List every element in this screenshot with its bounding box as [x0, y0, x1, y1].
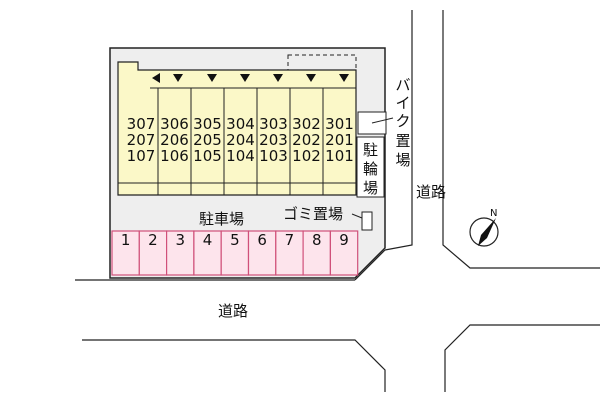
unit-number: 103 — [259, 147, 288, 165]
parking-space — [247, 230, 277, 276]
bicycle-parking-char: 駐 — [363, 141, 378, 159]
road-right-curb — [442, 10, 600, 269]
bike-parking-char: 場 — [395, 151, 410, 169]
unit-number: 306 — [160, 115, 189, 133]
unit-number: 301 — [325, 115, 354, 133]
parking-space-number: 5 — [230, 231, 240, 249]
unit-number: 204 — [226, 131, 255, 149]
parking-space — [329, 230, 359, 276]
bike-parking-label: バ イ ク 置 場 — [395, 76, 410, 169]
compass-letter: N — [490, 208, 497, 219]
parking-space-number: 6 — [257, 231, 267, 249]
unit-number: 302 — [292, 115, 321, 133]
bike-parking-char: イ — [395, 94, 410, 112]
unit-number: 303 — [259, 115, 288, 133]
garbage-leader — [351, 213, 363, 219]
unit-number: 101 — [325, 147, 354, 165]
road-right-left-edge — [384, 10, 413, 251]
arrow-down-icon — [173, 74, 183, 82]
unit-number: 206 — [160, 131, 189, 149]
bike-parking-char: バ — [395, 76, 410, 94]
parking-space — [275, 230, 304, 276]
arrow-down-icons — [173, 74, 349, 82]
unit-number: 203 — [259, 131, 288, 149]
bicycle-parking-box — [356, 136, 385, 198]
unit-number: 106 — [160, 147, 189, 165]
unit-number: 305 — [193, 115, 222, 133]
parking-space-number: 3 — [175, 231, 185, 249]
road-right-label: 道路 — [416, 183, 446, 201]
parking-space — [111, 230, 140, 276]
parking-space-number: 7 — [285, 231, 295, 249]
garbage-box — [361, 211, 373, 231]
bicycle-parking-char: 輪 — [363, 160, 378, 178]
arrow-down-icon — [339, 74, 349, 82]
unit-number: 201 — [325, 131, 354, 149]
road-edge-top-right — [354, 249, 386, 281]
unit-number: 102 — [292, 147, 321, 165]
bicycle-parking-char: 場 — [363, 179, 378, 197]
parking-space-number: 9 — [339, 231, 349, 249]
road-right-lower-corner — [444, 324, 600, 392]
unit-number: 205 — [193, 131, 222, 149]
parking-space-number: 8 — [312, 231, 322, 249]
unit-number: 307 — [127, 115, 156, 133]
arrow-down-icon — [273, 74, 283, 82]
unit-number: 107 — [127, 147, 156, 165]
column-dividers — [157, 88, 324, 195]
building-outline — [117, 61, 357, 196]
road-bottom-label: 道路 — [218, 302, 248, 320]
bike-parking-char: 置 — [395, 132, 410, 150]
bike-parking-char: ク — [395, 112, 410, 130]
bike-parking-leader — [371, 117, 394, 124]
unit-number: 105 — [193, 147, 222, 165]
arrow-down-icon — [207, 74, 217, 82]
parking-space-number: 1 — [121, 231, 131, 249]
parking-space-number: 4 — [203, 231, 213, 249]
unit-number: 304 — [226, 115, 255, 133]
arrow-down-icon — [306, 74, 316, 82]
parking-label: 駐車場 — [199, 210, 244, 228]
garbage-label: ゴミ置場 — [283, 205, 343, 223]
road-edge-bottom — [82, 339, 386, 392]
unit-number: 207 — [127, 131, 156, 149]
unit-number: 104 — [226, 147, 255, 165]
compass-icon: N — [469, 208, 499, 247]
arrow-left-icon — [152, 73, 160, 83]
unit-number: 202 — [292, 131, 321, 149]
bicycle-parking-label: 駐 輪 場 — [363, 141, 378, 197]
arrow-down-icon — [240, 74, 250, 82]
parking-space-number: 2 — [148, 231, 158, 249]
unit-labels: 3072071073062061063052051053042041043032… — [127, 115, 354, 165]
